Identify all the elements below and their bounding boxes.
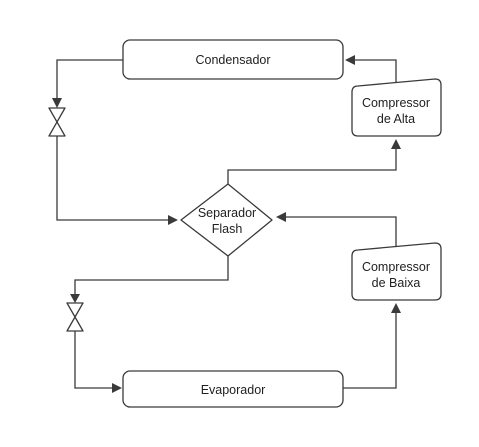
condenser-to-valve-connector [52,59,123,108]
flash-separator-node: Separador Flash [180,183,273,257]
high-compressor-node: Compressor de Alta [351,78,442,137]
low-compressor-label-line1: Compressor [362,260,430,274]
low-compressor-node: Compressor de Baixa [351,242,442,301]
evaporator-label: Evaporador [201,383,266,397]
flash-separator-label-line1: Separador [198,206,256,220]
evaporator-node: Evaporador [122,370,344,408]
lower-expansion-valve-icon [66,302,84,332]
low-compressor-label-line2: de Baixa [372,276,421,290]
condenser-node: Condensador [122,39,344,80]
separator-to-lower-valve-connector [70,256,229,303]
separator-to-high-compressor-connector [227,139,401,184]
condenser-label: Condensador [195,53,270,67]
high-compressor-to-condenser-connector [345,55,397,82]
high-compressor-label-line2: de Alta [377,112,415,126]
evaporator-to-low-compressor-connector [343,303,401,389]
low-compressor-to-separator-connector [276,212,397,246]
upper-expansion-valve-icon [48,107,66,137]
high-compressor-label-line1: Compressor [362,96,430,110]
flash-separator-label-line2: Flash [212,222,243,236]
valve-to-evaporator-connector [74,331,122,393]
valve-to-separator-connector [56,136,178,225]
